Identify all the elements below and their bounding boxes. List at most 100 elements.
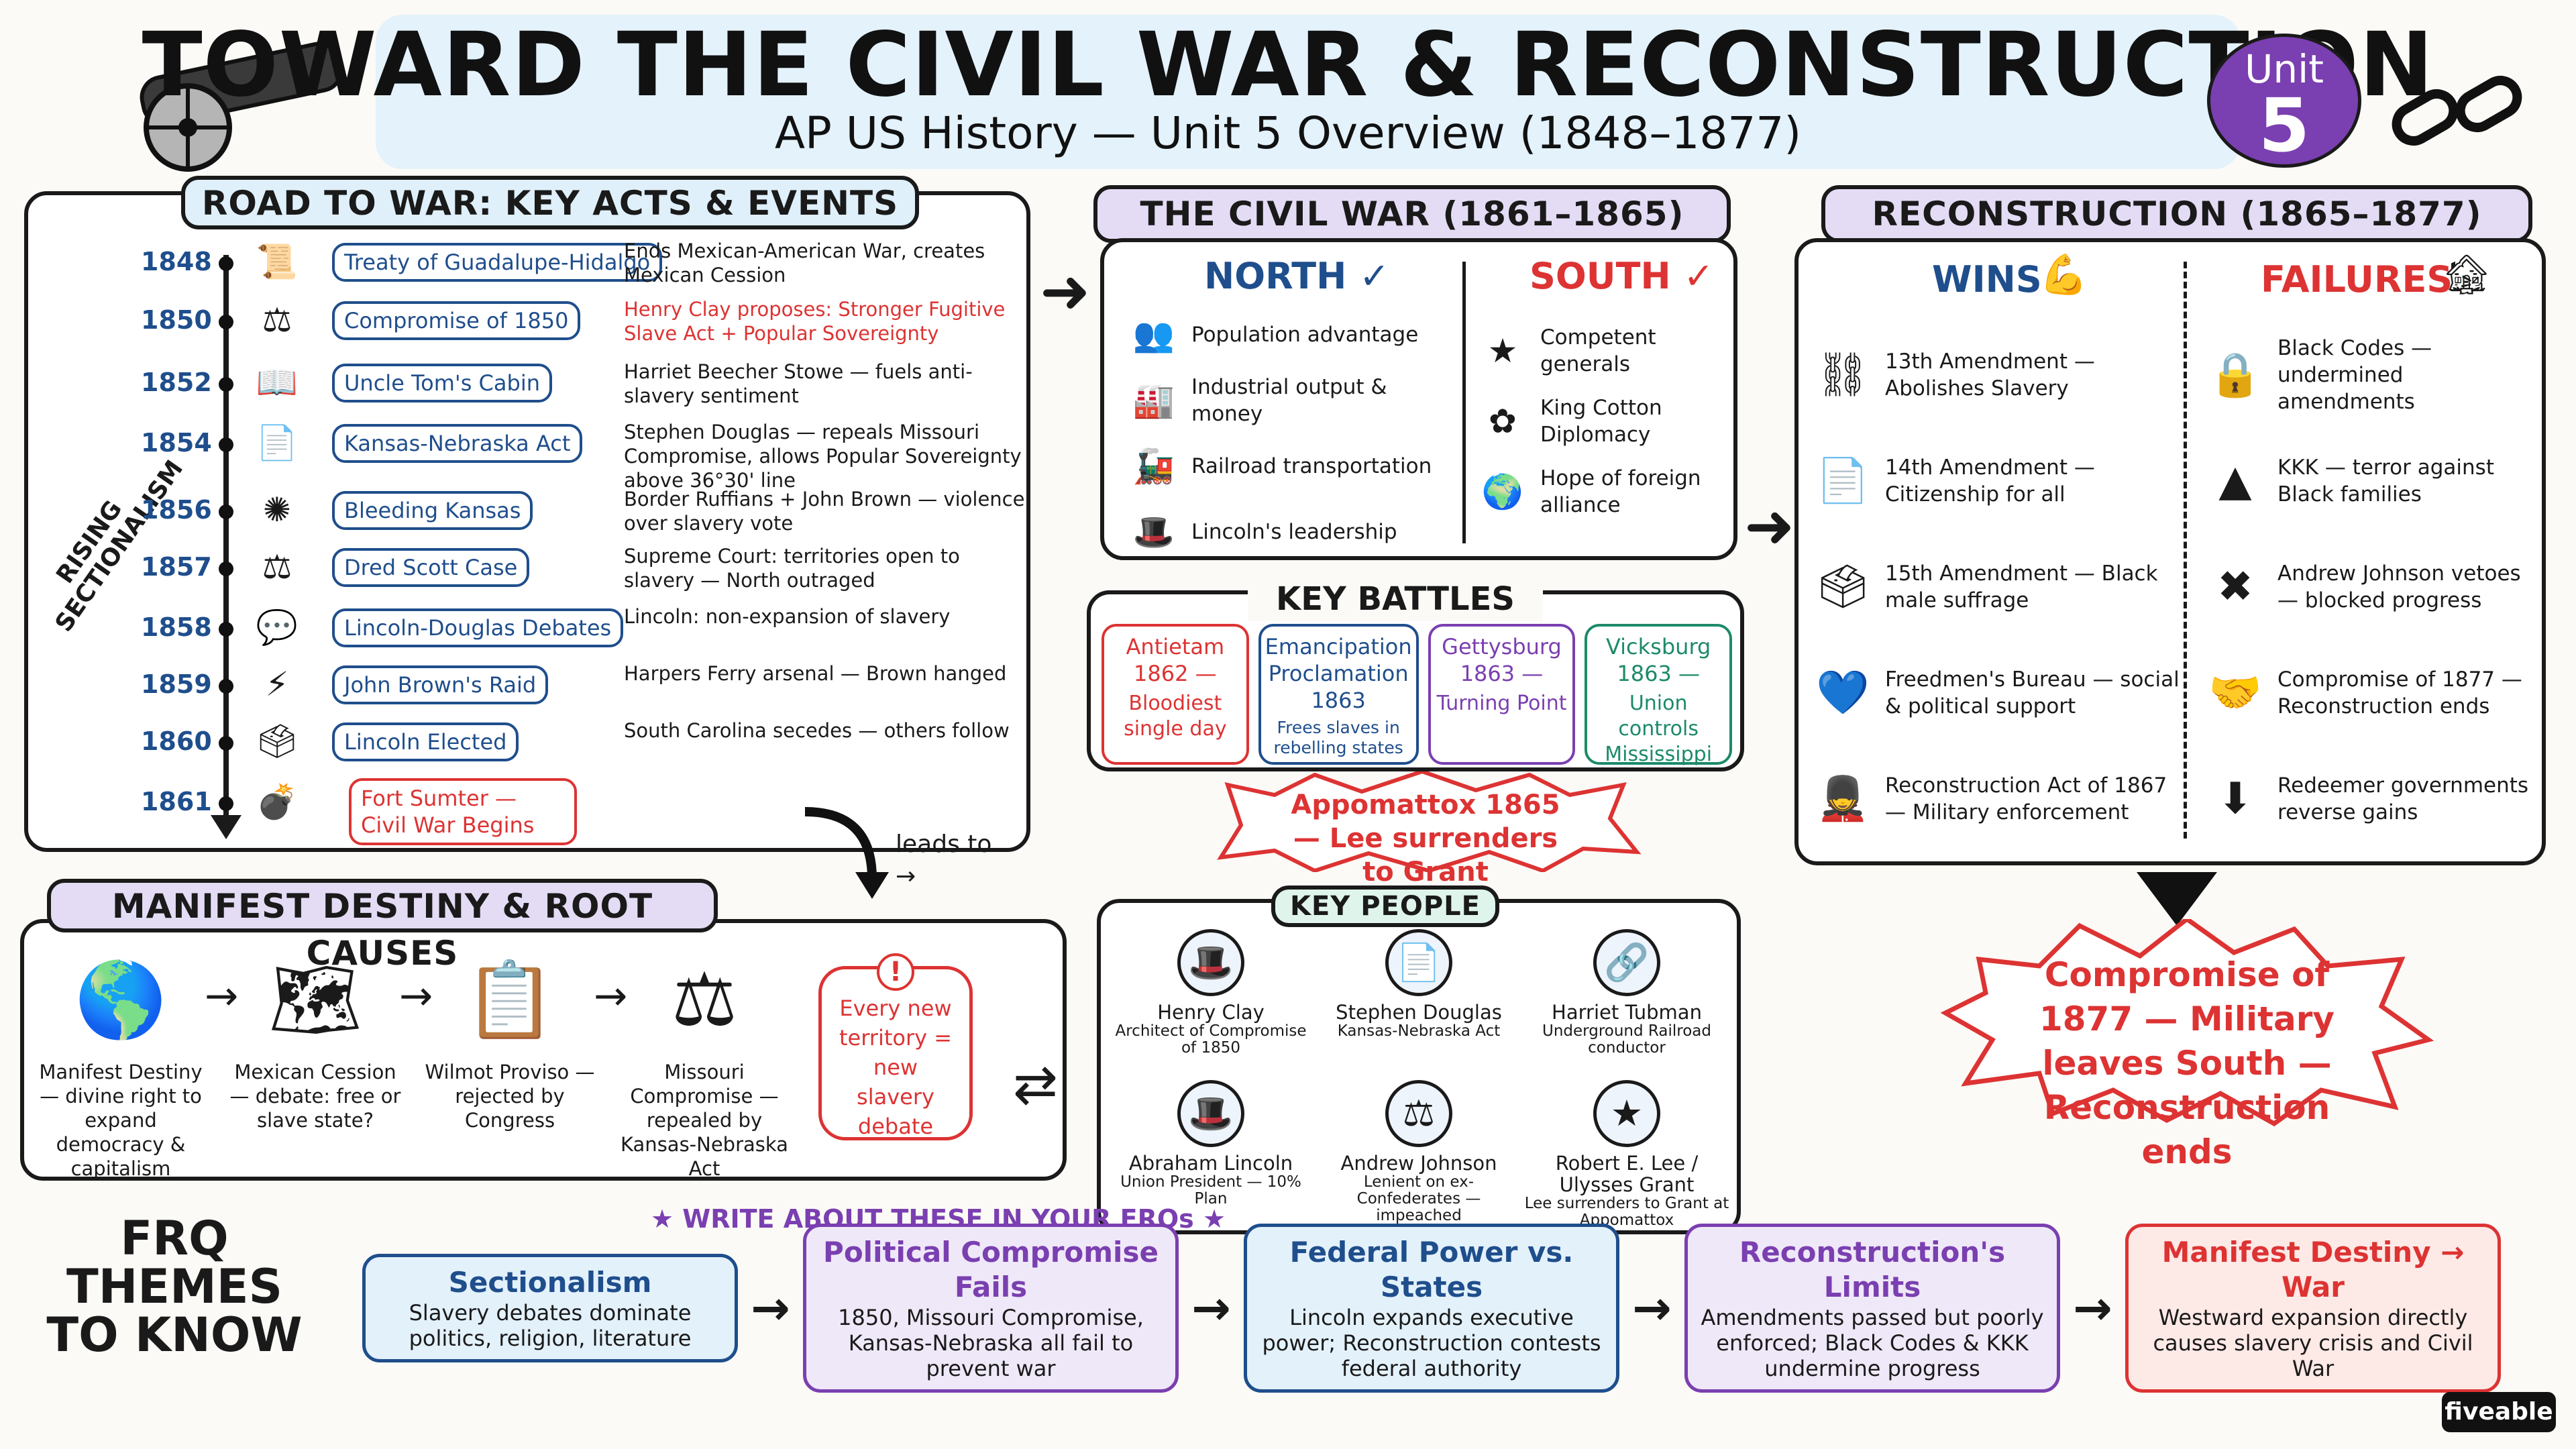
person-name: Henry Clay [1157,1001,1265,1024]
event-year: 1850 [141,305,212,335]
timeline-line [223,255,229,832]
event-description: Henry Clay proposes: Stronger Fugitive S… [624,298,1006,345]
theme-body: Westward expansion directly causes slave… [2153,1305,2473,1381]
south-label: SOUTH ✓ [1529,255,1714,297]
arrow-down-icon [2137,872,2217,926]
manifest-destiny-steps: 🌎Manifest Destiny — divine right to expa… [34,946,812,1180]
civil-war-panel [1100,238,1737,560]
gavel-icon: ⚖ [671,957,738,1042]
cannon-icon: 💣 [256,782,299,821]
theme-title: Political Compromise Fails [823,1236,1159,1303]
ballot-box-icon: 🗳 [256,722,299,761]
unit-number: 5 [2258,83,2310,168]
list-item-text: Compromise of 1877 — Reconstruction ends [2277,667,2522,718]
list-item-text: Competent generals [1540,325,1656,376]
list-item: ⛓13th Amendment — Abolishes Slavery [1811,322,2180,428]
south-list: ★ Competent generals ✿ King Cotton Diplomac… [1476,315,1731,527]
person-role: Underground Railroad conductor [1542,1022,1711,1057]
unit-label: Unit [2244,46,2324,92]
timeline-dot [219,622,233,637]
map-icon: 🗺 [268,957,362,1042]
event-year: 1848 [141,247,212,276]
timeline-dot [219,679,233,694]
list-item: 🎩Lincoln's leadership [1127,499,1462,565]
top-hat-icon: 🎩 [1132,513,1175,551]
top-hat-icon: 🎩 [1177,1080,1244,1147]
frq-label-3: TO KNOW [46,1307,303,1362]
appomattox-text: Appomattox 1865 — Lee surrenders to Gran… [1291,790,1560,888]
event-name: John Brown's Raid [332,665,549,704]
chain-icon: 🔗 [1593,929,1660,996]
train-icon: 🚂 [1132,447,1175,486]
event-name: Lincoln-Douglas Debates [332,608,624,647]
person-name: Stephen Douglas [1336,1001,1502,1024]
list-item-text: 15th Amendment — Black male suffrage [1885,561,2158,612]
battle-card: Antietam 1862 —Bloodiest single day [1102,624,1249,765]
step-text: Missouri Compromise — repealed by Kansas… [621,1061,788,1180]
list-item: ⬇Redeemer governments reverse gains [2204,746,2539,852]
star-icon: ★ [1487,331,1518,370]
timeline-dot [219,504,233,519]
fiveable-logo: fiveable [2442,1392,2556,1432]
person-name: Andrew Johnson [1340,1152,1497,1175]
down-arrow-icon: ⬇ [2217,774,2253,824]
document-icon: 📄 [1385,929,1452,996]
wins-list: ⛓13th Amendment — Abolishes Slavery📄14th… [1811,322,2180,852]
list-item: 🏭Industrial output & money [1127,368,1462,433]
key-battles-title: KEY BATTLES [1248,577,1543,621]
unit-badge: Unit 5 [2207,34,2361,168]
page-title: TOWARD THE CIVIL WAR & RECONSTRUCTION [142,13,2434,117]
gavel-icon: ⚖ [262,301,292,339]
cotton-icon: ✿ [1489,401,1517,441]
rejected-document-icon: 📋 [464,957,556,1042]
battle-detail: Turning Point [1436,692,1567,715]
compromise-1877-burst: Compromise of 1877 — Military leaves Sou… [1939,919,2435,1171]
document-icon: 📄 [256,423,299,462]
flexed-arm-icon: 💪 [2039,252,2088,297]
list-item-text: 14th Amendment — Citizenship for all [1885,455,2095,506]
splatter-icon: ✺ [263,490,291,529]
list-item: 🗳15th Amendment — Black male suffrage [1811,534,2180,640]
arrow-right-icon: → [205,973,239,1020]
frq-label-1: FRQ [120,1211,229,1266]
gavel-icon: ⚖ [1385,1080,1452,1147]
heart-hands-icon: 💙 [1816,668,1870,718]
broken-handshake-icon: 🤝 [2208,668,2262,718]
event-description: Harpers Ferry arsenal — Brown hanged [624,662,1007,685]
event-year: 1854 [141,428,212,458]
north-label: NORTH ✓ [1204,255,1390,297]
person-role: Lenient on ex-Confederates — impeached [1356,1173,1481,1224]
theme-body: Lincoln expands executive power; Reconst… [1262,1305,1601,1381]
list-item-text: KKK — terror against Black families [2277,455,2494,506]
timeline-dot [219,377,233,392]
list-item-text: Andrew Johnson vetoes — blocked progress [2277,561,2521,612]
civil-war-title: THE CIVIL WAR (1861–1865) [1093,185,1731,243]
event-name: Uncle Tom's Cabin [332,364,552,402]
battle-detail: Frees slaves in rebelling states [1273,718,1403,757]
house-icon: 🏚 [2442,252,2491,297]
theme-title: Sectionalism [448,1266,652,1299]
list-item-text: Railroad transportation [1191,454,1432,478]
failures-list: 🔒Black Codes — undermined amendments▲KKK… [2204,322,2539,852]
event-year: 1852 [141,368,212,397]
header-banner [376,15,2241,169]
event-description: Border Ruffians + John Brown — violence … [624,488,1025,535]
list-item-text: King Cotton Diplomacy [1540,395,1662,447]
scroll-icon: 📜 [256,242,299,281]
scales-icon: ⚖ [262,547,292,586]
cannon-illustration [80,27,362,174]
event-year: 1861 [141,787,212,816]
theme-body: Slavery debates dominate politics, relig… [409,1300,692,1351]
list-item: ✿ King Cotton Diplomacy [1476,386,1731,456]
wins-label: WINS [1932,258,2042,301]
timeline-dot [219,437,233,452]
arrow-right-icon: → [1632,1281,1672,1336]
broken-chain-icon: ⛓ [1815,350,1870,400]
battle-name: Emancipation Proclamation 1863 [1265,634,1412,713]
person-name: Harriet Tubman [1552,1001,1702,1024]
event-name: Lincoln Elected [332,722,519,761]
